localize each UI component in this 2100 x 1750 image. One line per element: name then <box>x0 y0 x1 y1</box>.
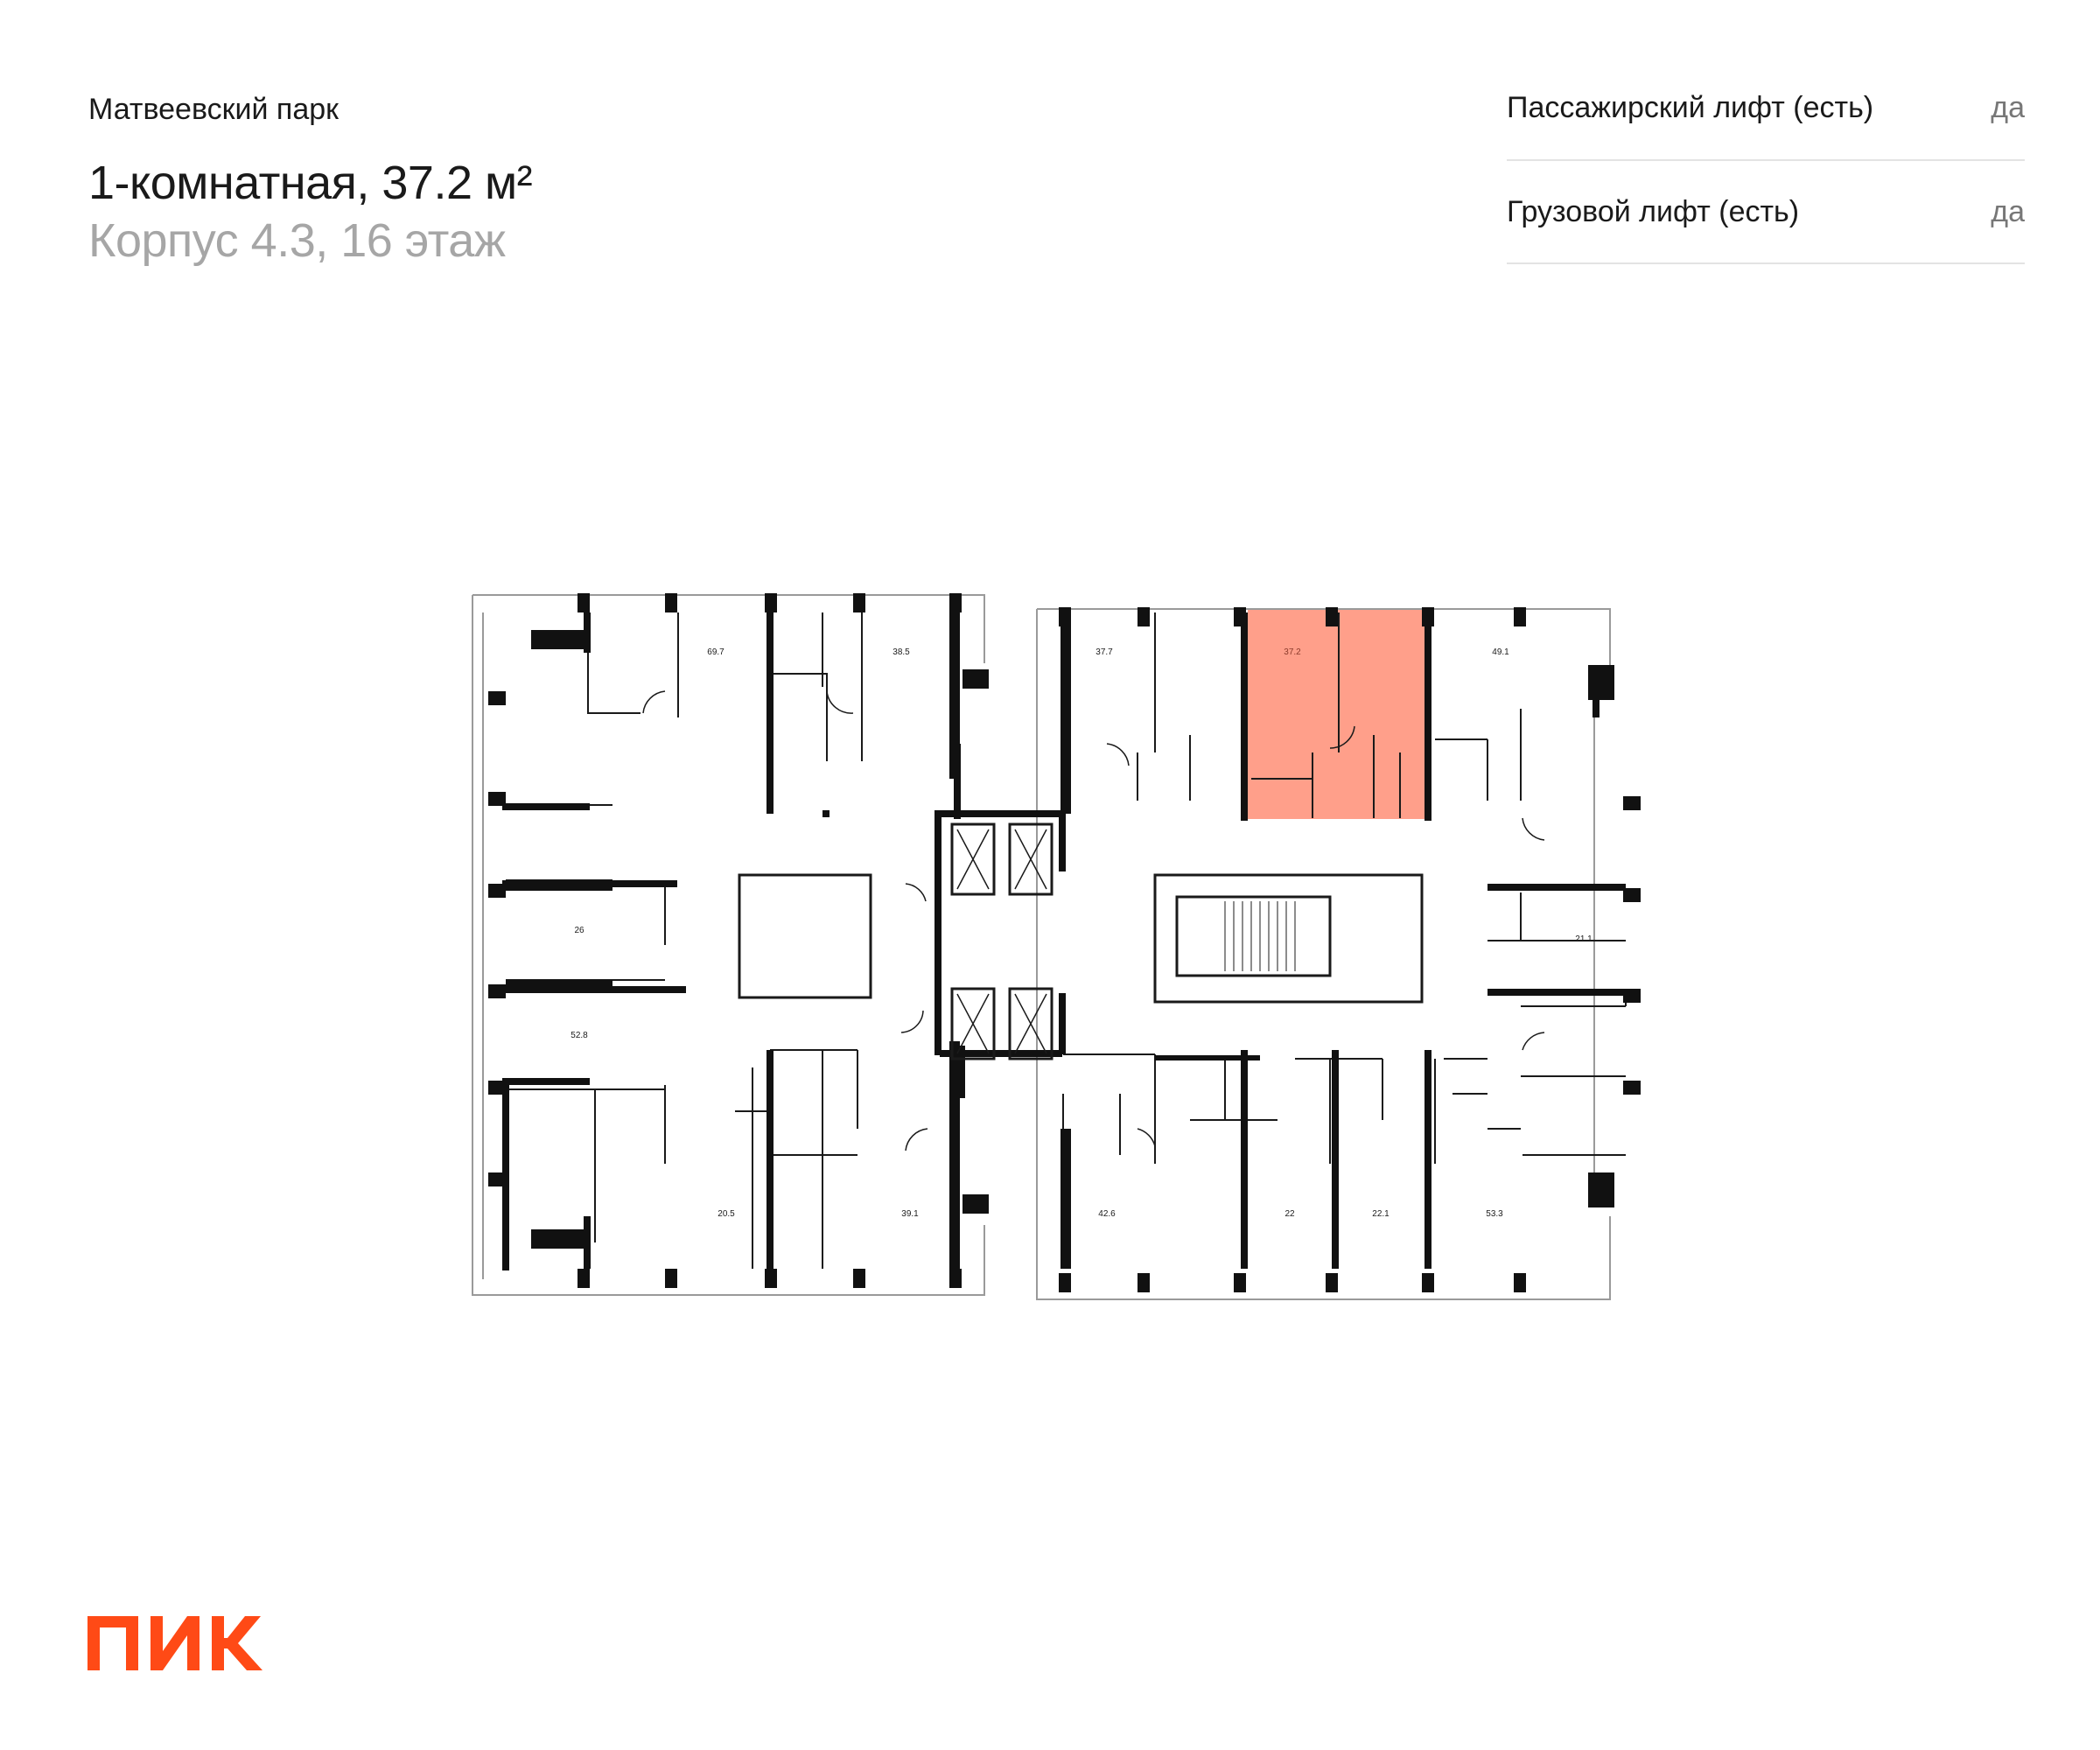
features-list: Пассажирский лифт (есть) да Грузовой лиф… <box>1507 79 2025 264</box>
feature-label: Пассажирский лифт (есть) <box>1507 91 1874 124</box>
unit-area-label[interactable]: 22 <box>1284 1209 1295 1219</box>
feature-value: да <box>1991 194 2025 228</box>
unit-area-label[interactable]: 37.7 <box>1096 648 1113 657</box>
unit-area-label[interactable]: 53.3 <box>1486 1209 1503 1219</box>
building-core <box>738 822 1424 1060</box>
unit-area-labels: 69.7 38.5 37.7 37.2 49.1 26 21.1 52.8 20… <box>570 648 1592 1219</box>
unit-area-label[interactable]: 20.5 <box>718 1209 735 1219</box>
unit-area-label[interactable]: 52.8 <box>570 1031 588 1040</box>
structural-walls <box>502 612 1626 1270</box>
unit-area-label[interactable]: 26 <box>574 926 584 935</box>
pik-logo <box>88 1616 262 1670</box>
unit-area-label[interactable]: 49.1 <box>1492 648 1509 657</box>
complex-name: Матвеевский парк <box>88 93 340 126</box>
unit-area-label[interactable]: 39.1 <box>901 1209 919 1219</box>
building-floor: Корпус 4.3, 16 этаж <box>88 214 506 267</box>
pik-logo-mark <box>88 1616 262 1670</box>
apartment-title: 1-комнатная, 37.2 м² <box>88 157 533 209</box>
feature-passenger-lift: Пассажирский лифт (есть) да <box>1507 79 2025 161</box>
unit-area-label[interactable]: 38.5 <box>892 648 910 657</box>
facade-columns <box>488 593 1641 1292</box>
unit-area-label[interactable]: 22.1 <box>1372 1209 1390 1219</box>
feature-freight-lift: Грузовой лифт (есть) да <box>1507 161 2025 264</box>
unit-area-label-selected[interactable]: 37.2 <box>1284 648 1301 657</box>
feature-value: да <box>1991 91 2025 124</box>
unit-area-label[interactable]: 42.6 <box>1098 1209 1116 1219</box>
door-swings <box>642 690 1545 1152</box>
elevator-cross-marks <box>956 829 1047 1054</box>
unit-area-label[interactable]: 21.1 <box>1575 934 1592 944</box>
unit-area-label[interactable]: 69.7 <box>707 648 724 657</box>
stair-treads <box>1224 901 1296 971</box>
feature-label: Грузовой лифт (есть) <box>1507 194 1800 228</box>
balcony-outline <box>472 594 1611 1300</box>
